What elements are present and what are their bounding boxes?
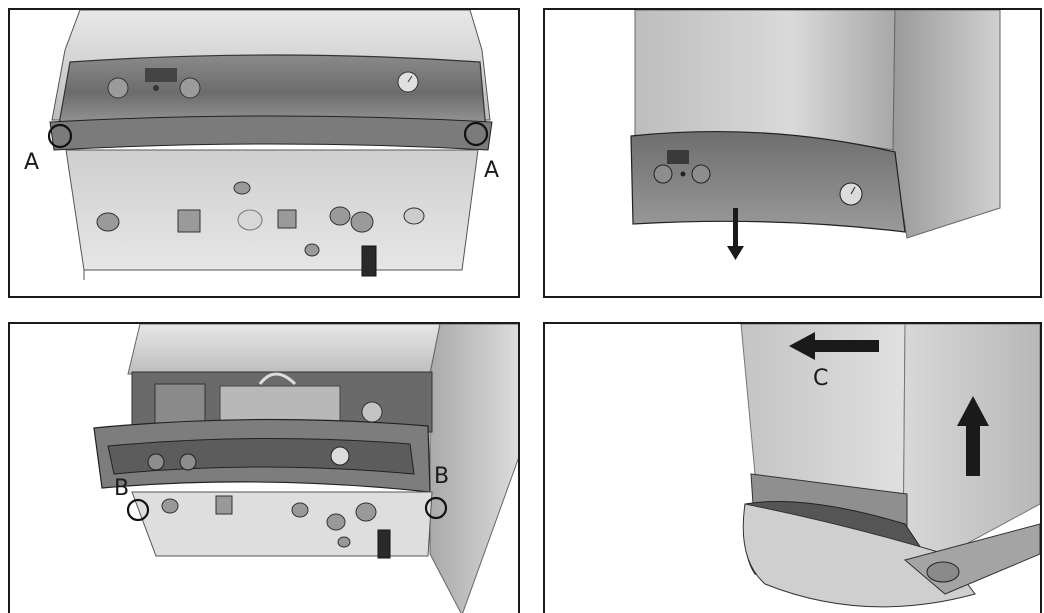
boiler-front-panel-removal-view — [740, 324, 1040, 608]
panel-step-4: C — [543, 322, 1042, 613]
boiler-bottom-view — [47, 10, 493, 280]
panel-step-2 — [543, 8, 1042, 298]
arrow-up-icon — [957, 396, 989, 476]
callout-a-left: A — [24, 150, 40, 175]
panel-step-1: A A — [8, 8, 520, 298]
boiler-front-view — [630, 10, 1001, 260]
screw-b-left-marker — [126, 498, 150, 522]
panel-step-3: B B — [8, 322, 520, 613]
arrow-down-icon — [727, 208, 744, 260]
screw-a-right-marker — [463, 121, 489, 147]
callout-c: C — [813, 366, 829, 391]
arrow-left-icon — [789, 332, 879, 360]
callout-b-right: B — [434, 464, 450, 489]
screw-b-right-marker — [424, 496, 448, 520]
callout-b-left: B — [114, 476, 130, 501]
callout-a-right: A — [484, 158, 500, 183]
screw-a-left-marker — [47, 123, 73, 149]
boiler-open-fascia-view — [93, 324, 518, 613]
